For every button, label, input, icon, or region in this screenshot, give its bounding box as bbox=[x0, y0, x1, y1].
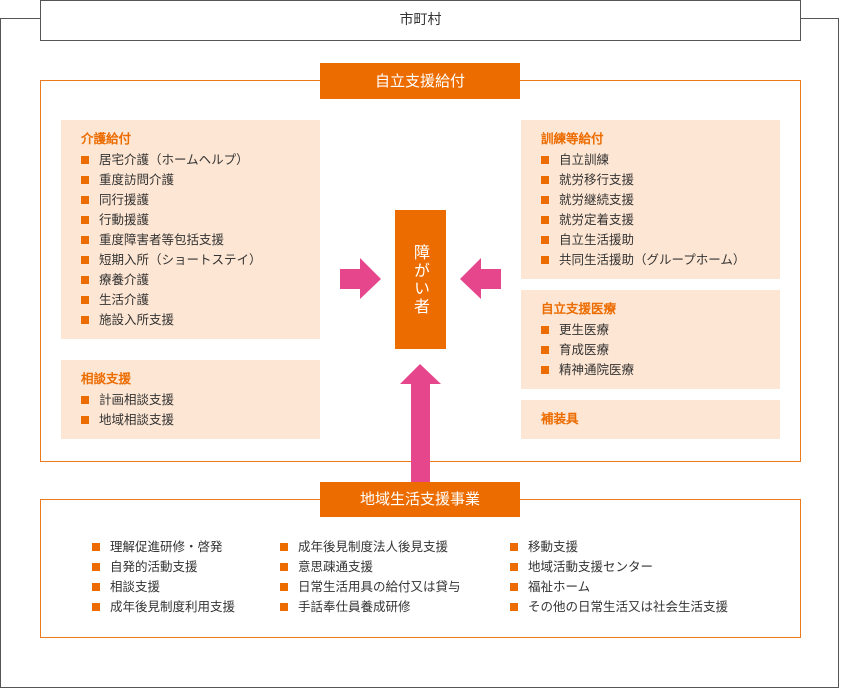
list-item: 施設入所支援 bbox=[81, 310, 320, 330]
chiiki-title: 地域生活支援事業 bbox=[320, 482, 520, 517]
kunren-title: 訓練等給付 bbox=[541, 131, 604, 146]
list-item: 自立生活援助 bbox=[541, 230, 780, 250]
list-item: その他の日常生活又は社会生活支援 bbox=[510, 597, 728, 617]
list-item: 共同生活援助（グループホーム） bbox=[541, 250, 780, 270]
list-item: 就労移行支援 bbox=[541, 170, 780, 190]
person-box: 障がい者 bbox=[395, 210, 446, 349]
iryou-box: 自立支援医療 更生医療 育成医療 精神通院医療 bbox=[521, 290, 780, 389]
list-item: 重度障害者等包括支援 bbox=[81, 230, 320, 250]
list-item: 地域活動支援センター bbox=[510, 557, 728, 577]
list-item: 療養介護 bbox=[81, 270, 320, 290]
list-item: 居宅介護（ホームヘルプ） bbox=[81, 150, 320, 170]
list-item: 移動支援 bbox=[510, 537, 728, 557]
list-item: 成年後見制度利用支援 bbox=[92, 597, 235, 617]
list-item: 地域相談支援 bbox=[81, 410, 320, 430]
list-item: 更生医療 bbox=[541, 320, 780, 340]
jiritsu-title: 自立支援給付 bbox=[320, 63, 520, 99]
list-item: 計画相談支援 bbox=[81, 390, 320, 410]
kunren-box: 訓練等給付 自立訓練 就労移行支援 就労継続支援 就労定着支援 自立生活援助 共… bbox=[521, 120, 780, 279]
list-item: 自立訓練 bbox=[541, 150, 780, 170]
list-item: 育成医療 bbox=[541, 340, 780, 360]
list-item: 同行援護 bbox=[81, 190, 320, 210]
soudan-box: 相談支援 計画相談支援 地域相談支援 bbox=[61, 360, 320, 439]
arrow-left-icon bbox=[460, 258, 501, 299]
list-item: 成年後見制度法人後見支援 bbox=[280, 537, 461, 557]
list-item: 日常生活用具の給付又は貸与 bbox=[280, 577, 461, 597]
kaigo-title: 介護給付 bbox=[81, 131, 132, 146]
list-item: 行動援護 bbox=[81, 210, 320, 230]
chiiki-column-2: 成年後見制度法人後見支援 意思疎通支援 日常生活用具の給付又は貸与 手話奉仕員養… bbox=[280, 537, 461, 617]
municipality-label: 市町村 bbox=[40, 0, 801, 41]
list-item: 相談支援 bbox=[92, 577, 235, 597]
chiiki-column-3: 移動支援 地域活動支援センター 福祉ホーム その他の日常生活又は社会生活支援 bbox=[510, 537, 728, 617]
list-item: 生活介護 bbox=[81, 290, 320, 310]
list-item: 自発的活動支援 bbox=[92, 557, 235, 577]
list-item: 理解促進研修・啓発 bbox=[92, 537, 235, 557]
list-item: 手話奉仕員養成研修 bbox=[280, 597, 461, 617]
list-item: 福祉ホーム bbox=[510, 577, 728, 597]
list-item: 短期入所（ショートステイ） bbox=[81, 250, 320, 270]
list-item: 就労継続支援 bbox=[541, 190, 780, 210]
chiiki-column-1: 理解促進研修・啓発 自発的活動支援 相談支援 成年後見制度利用支援 bbox=[92, 537, 235, 617]
list-item: 就労定着支援 bbox=[541, 210, 780, 230]
iryou-title: 自立支援医療 bbox=[541, 301, 617, 316]
arrow-up-icon bbox=[400, 364, 441, 484]
list-item: 精神通院医療 bbox=[541, 360, 780, 380]
list-item: 重度訪問介護 bbox=[81, 170, 320, 190]
hosougu-title: 補装具 bbox=[541, 411, 579, 426]
soudan-title: 相談支援 bbox=[81, 371, 132, 386]
list-item: 意思疎通支援 bbox=[280, 557, 461, 577]
hosougu-box: 補装具 bbox=[521, 400, 780, 439]
arrow-right-icon bbox=[340, 258, 381, 299]
kaigo-box: 介護給付 居宅介護（ホームヘルプ） 重度訪問介護 同行援護 行動援護 重度障害者… bbox=[61, 120, 320, 339]
